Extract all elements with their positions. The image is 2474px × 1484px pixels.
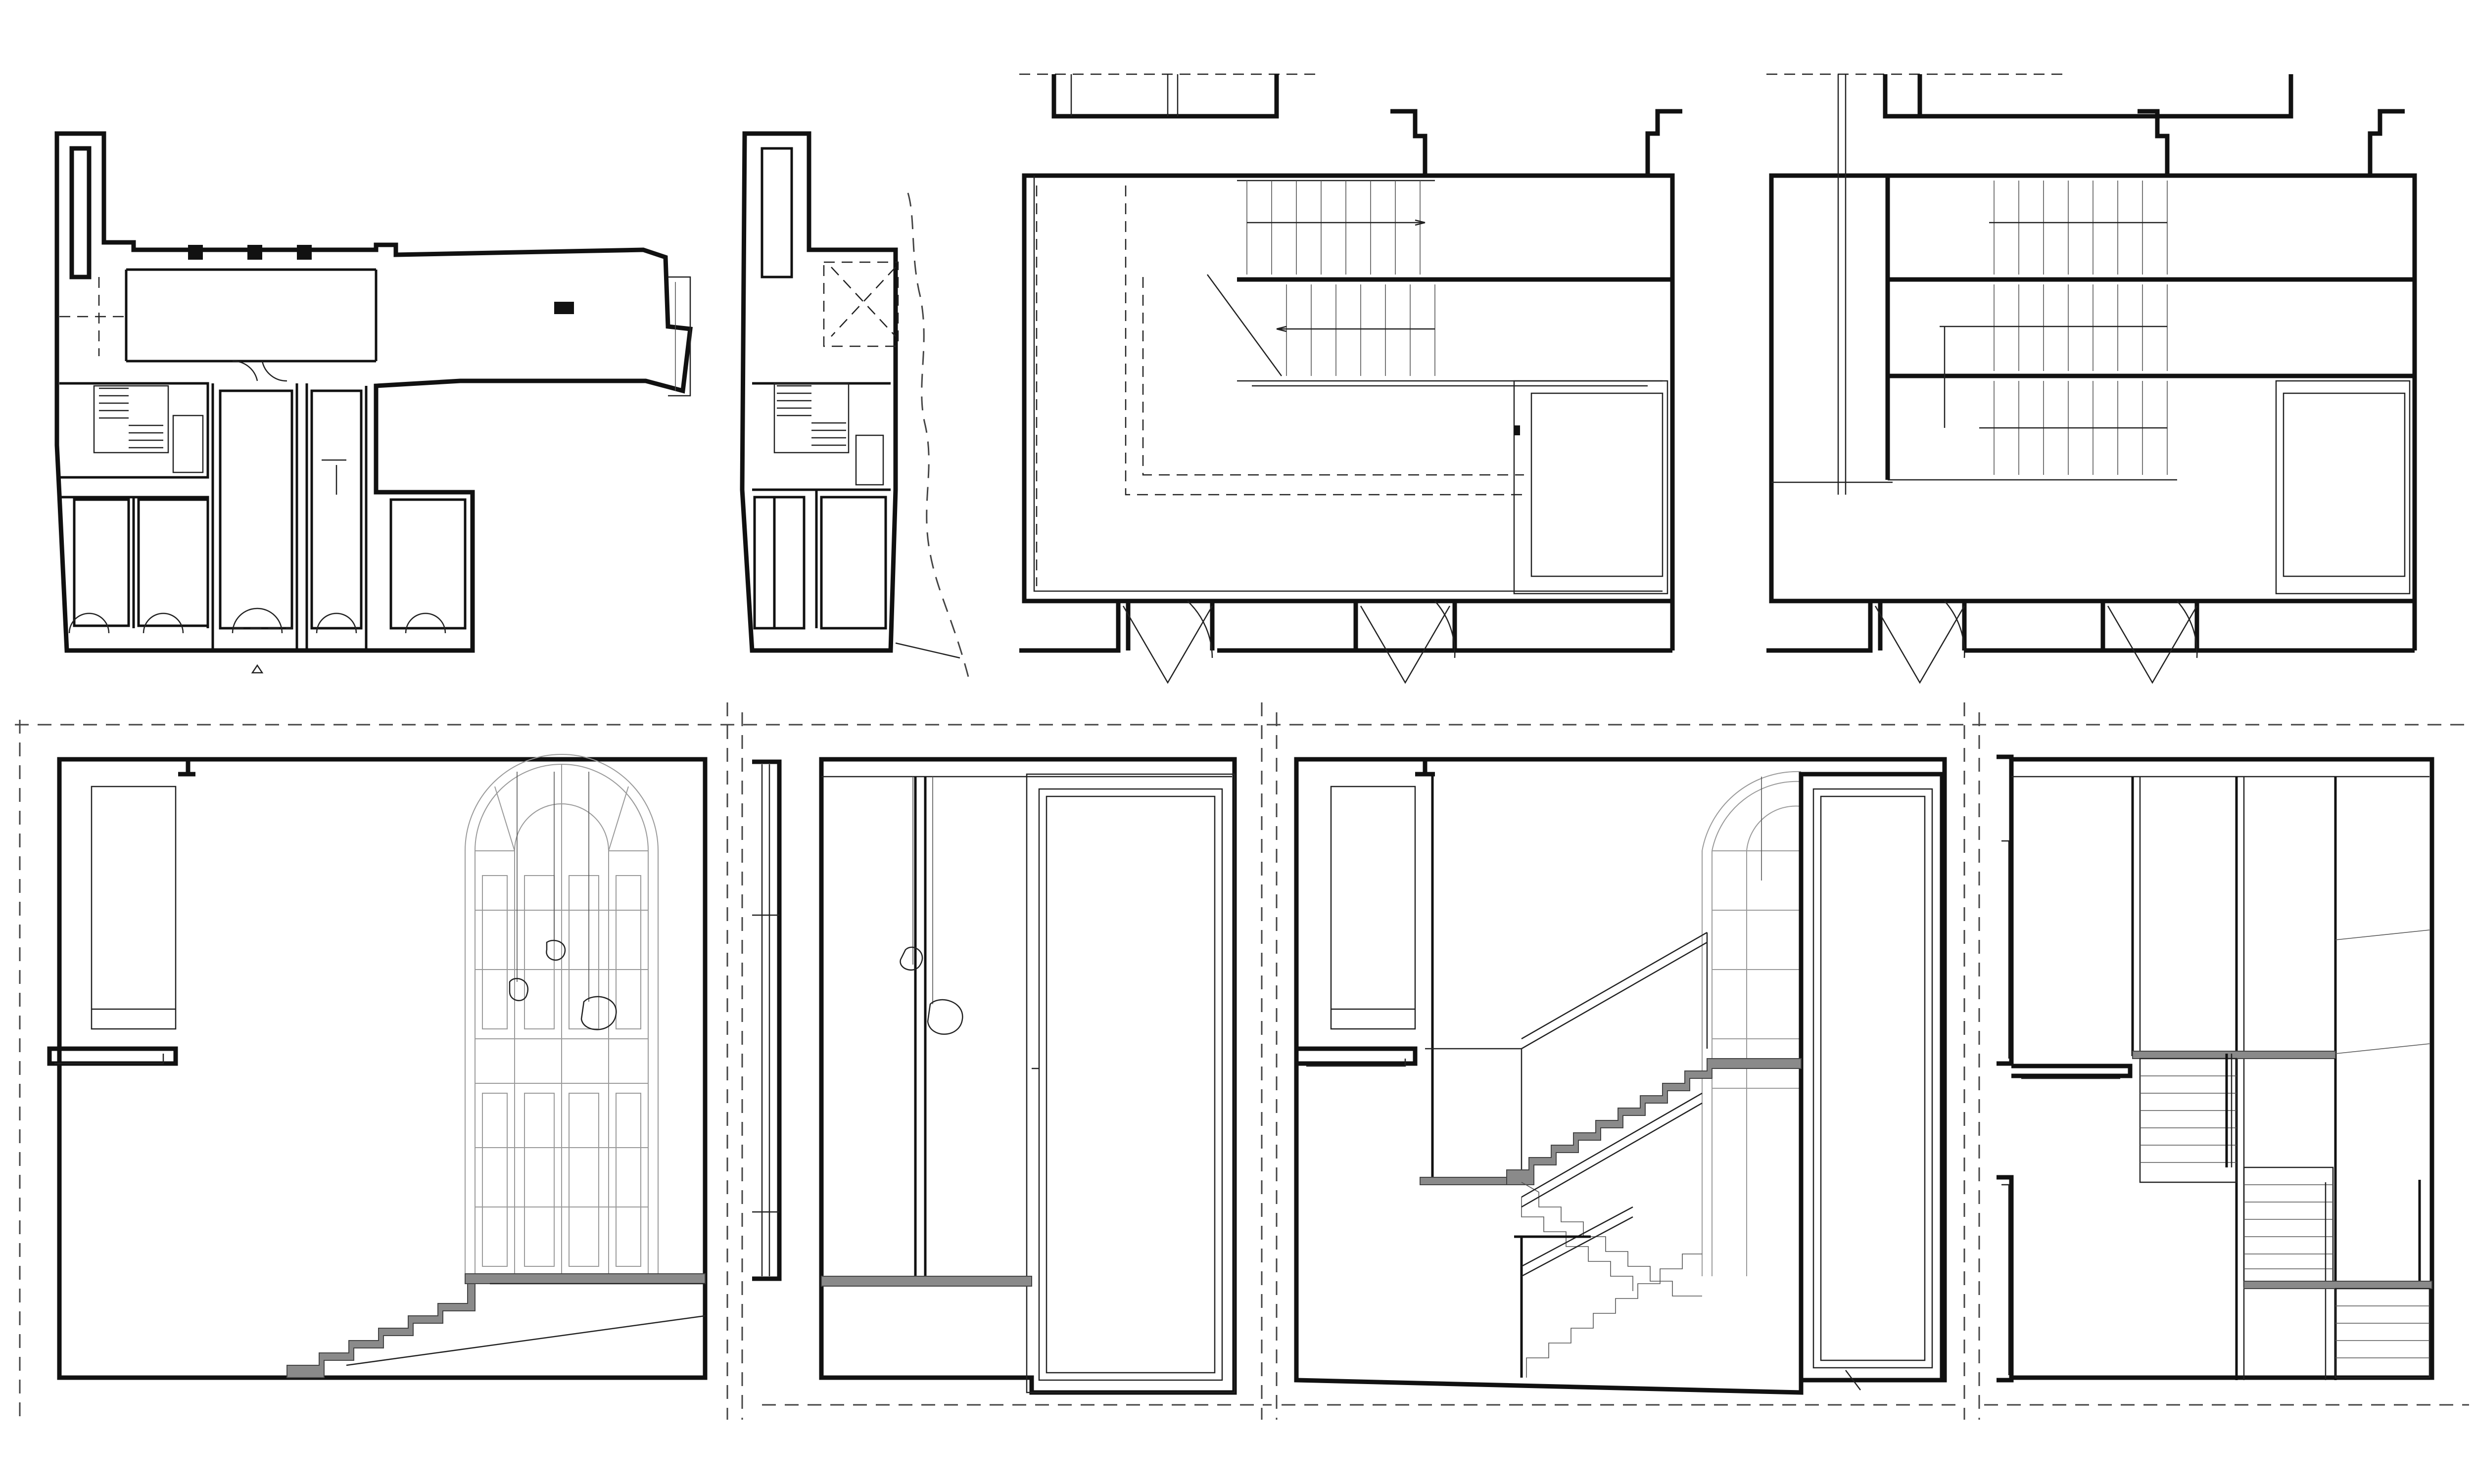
upper-floor-plan	[740, 131, 971, 683]
stair-plan-lower	[1019, 73, 1682, 684]
stair-plan-upper	[1766, 73, 2417, 684]
ground-floor-plan	[54, 131, 693, 674]
stair-treads	[1246, 181, 1435, 376]
section-stair-run	[1294, 757, 1947, 1395]
section-window-wall	[47, 754, 708, 1380]
stair-treads-upper	[1994, 181, 2168, 475]
section-stair-end	[1997, 754, 2434, 1383]
arched-window	[465, 754, 659, 1276]
pendant-lamps	[509, 772, 617, 1030]
sheet-grid-lines	[15, 702, 2469, 1420]
section-narrow-bay	[752, 757, 1237, 1395]
